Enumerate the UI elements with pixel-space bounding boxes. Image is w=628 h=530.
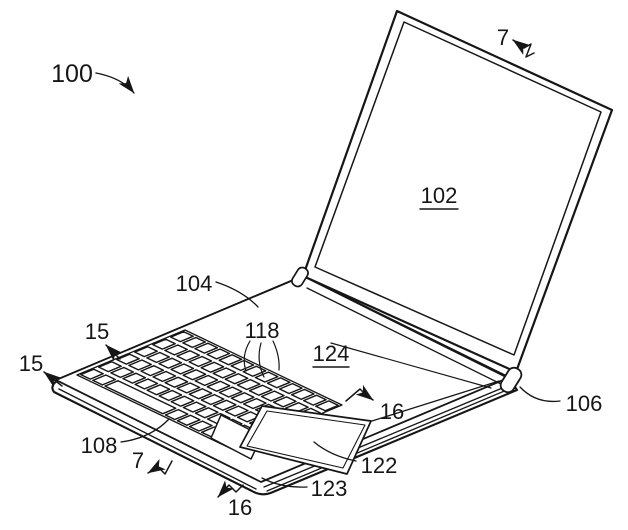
ref-102-label: 102 (421, 183, 458, 208)
display-bezel-inner (314, 21, 602, 356)
left-hinge (291, 266, 309, 288)
back-rim-line-1 (306, 287, 506, 387)
right-hinge (499, 366, 523, 394)
ref-104-label: 104 (176, 271, 213, 296)
right-front-wall-line-1 (263, 383, 513, 488)
ref-108-label: 108 (81, 433, 118, 458)
touchpad-inner (246, 410, 366, 469)
leader-108 (120, 418, 170, 443)
leader-106 (519, 386, 561, 403)
section-arrow-15-upper (105, 344, 123, 362)
ref-106-label: 106 (566, 391, 603, 416)
back-rim-line-2 (330, 342, 492, 389)
section-zigzag-7-bottom (157, 460, 173, 475)
ref-15-upper-label: 15 (85, 319, 109, 344)
section-arrow-7-bottom (147, 459, 166, 474)
leader-118-a (243, 340, 251, 372)
ref-16-mid-label: 16 (380, 399, 404, 424)
leader-100 (95, 72, 135, 94)
ref-118-label: 118 (244, 318, 279, 343)
leader-123 (261, 477, 308, 488)
section-arrow-16-mid (345, 384, 374, 402)
leader-104 (215, 281, 259, 308)
leader-122 (313, 441, 357, 462)
ref-124-label: 124 (313, 341, 350, 366)
annotations (43, 39, 561, 498)
touch-surface (210, 405, 372, 475)
touchpad-outer (239, 405, 372, 475)
leader-118-c (272, 340, 280, 371)
ref-7-top-label: 7 (497, 25, 509, 50)
section-arrow-16-bottom (217, 480, 244, 498)
ref-100-label: 100 (51, 60, 93, 88)
right-rim-inner-line (371, 380, 500, 422)
keyboard-keys (80, 331, 339, 449)
section-zigzag-7-top (523, 43, 535, 58)
section-arrow-15-left (43, 371, 63, 388)
ref-123-label: 123 (311, 476, 348, 501)
section-arrow-7-top (512, 39, 531, 55)
ref-16-bottom-label: 16 (228, 495, 252, 520)
left-front-wall-line (58, 388, 257, 490)
leader-118-b (258, 342, 265, 378)
ref-122-label: 122 (361, 453, 398, 478)
right-front-wall-line-2 (266, 386, 515, 492)
lid (301, 9, 614, 374)
hinges (291, 266, 523, 394)
ref-15-left-label: 15 (19, 351, 43, 376)
labels: 100 7 102 104 118 124 15 15 16 106 108 7… (19, 25, 603, 520)
ref-7-bottom-label: 7 (132, 448, 144, 473)
